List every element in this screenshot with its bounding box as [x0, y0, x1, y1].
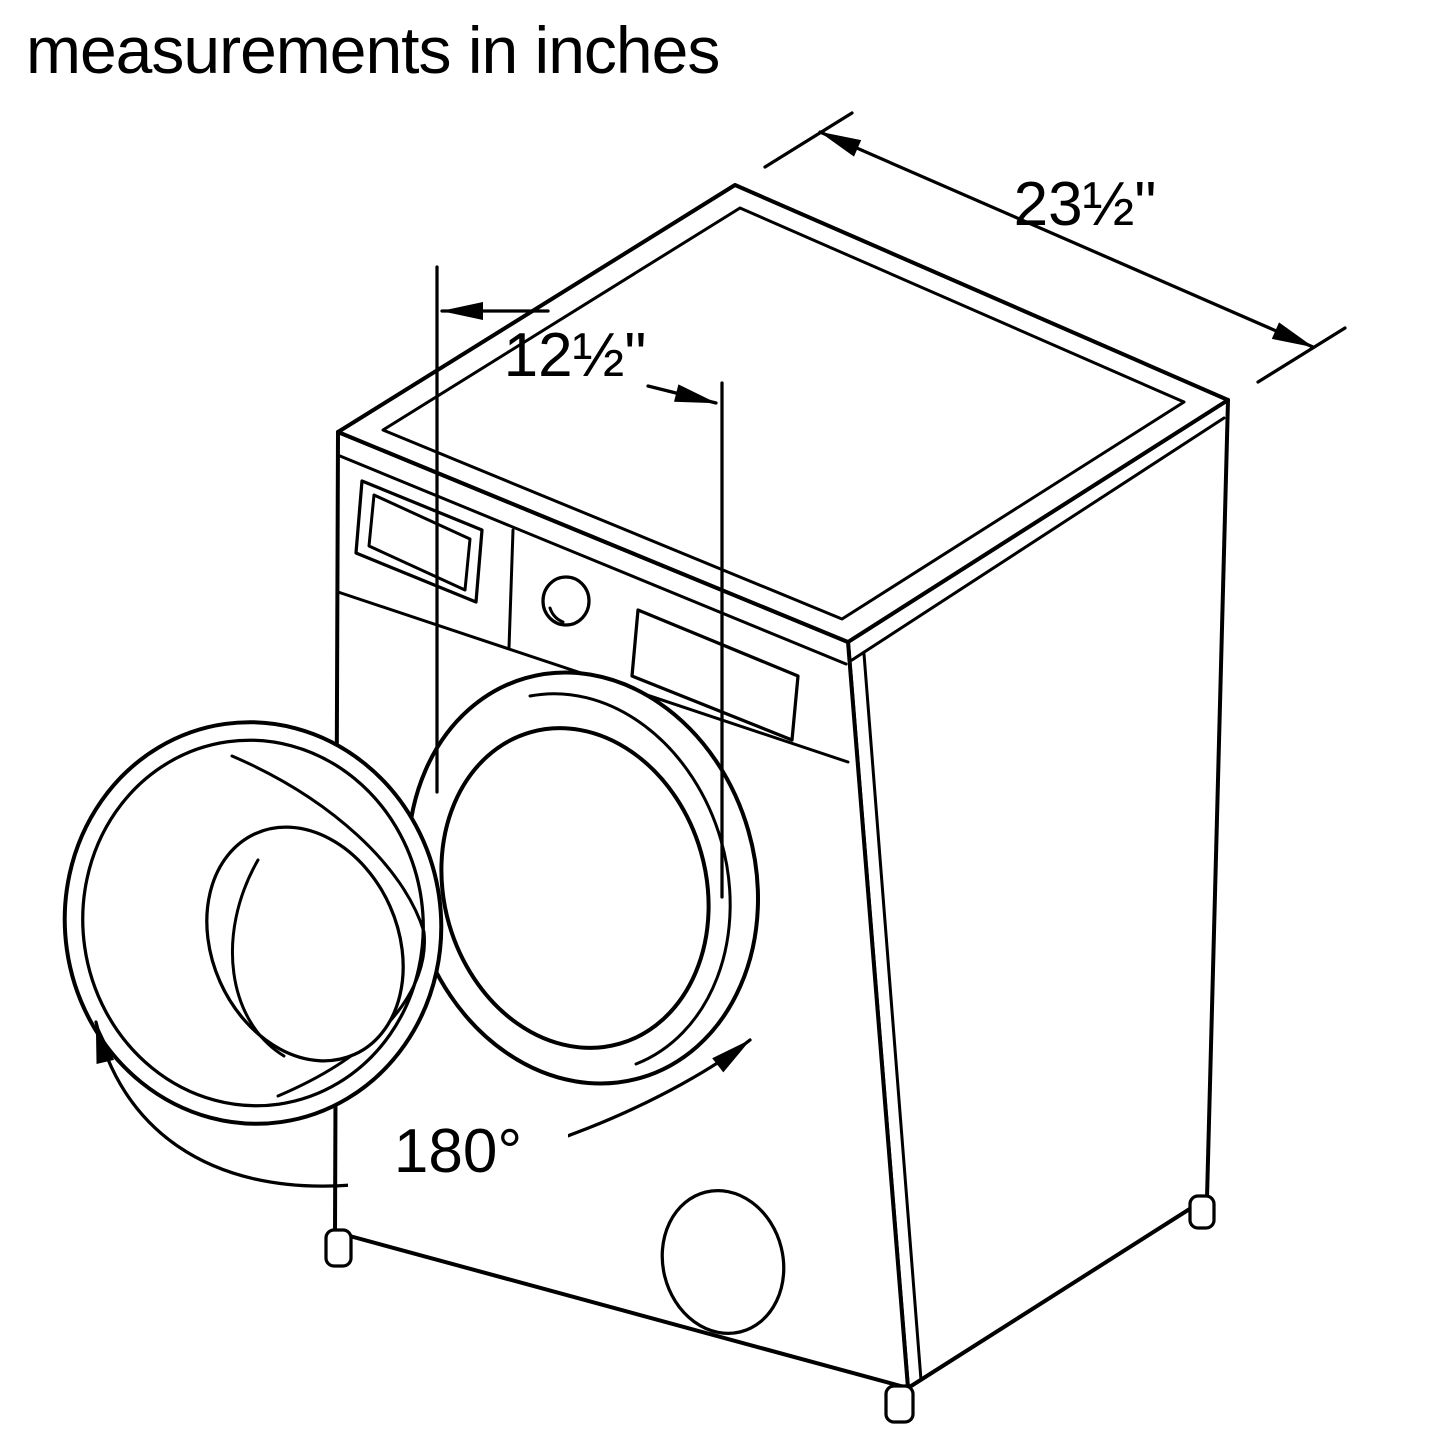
depth-extension-line-left	[763, 111, 854, 169]
foot-left	[324, 1228, 353, 1268]
depth-dimension: 23½"	[763, 111, 1347, 384]
door-offset-label: 12½"	[504, 321, 647, 390]
front-corner-edge-line	[862, 652, 923, 1382]
control-knob	[541, 575, 591, 627]
service-flap	[660, 1189, 786, 1335]
control-panel	[336, 454, 850, 764]
diagram-title: measurements in inches	[26, 13, 720, 87]
door-swing-label-bg	[348, 1104, 568, 1196]
depth-dimension-line	[818, 130, 1315, 349]
depth-dimension-label: 23½"	[1014, 170, 1157, 239]
control-knob-detail	[548, 606, 565, 624]
foot-front	[884, 1384, 915, 1424]
door-offset-dimension: 12½"	[435, 265, 724, 899]
panel-divider-line	[507, 528, 515, 650]
display-window-outer	[354, 479, 484, 604]
panel-rim-line	[338, 454, 848, 666]
depth-extension-line-right	[1256, 326, 1347, 384]
door-glass-top-curve	[230, 754, 426, 934]
detergent-drawer	[630, 608, 800, 742]
door-offset-arrow-right	[646, 384, 718, 405]
foot-right	[1188, 1194, 1216, 1230]
door-swing-dimension: 180°	[94, 1020, 752, 1196]
door-swing-label: 180°	[394, 1117, 522, 1186]
right-face-rim-line	[850, 416, 1226, 662]
